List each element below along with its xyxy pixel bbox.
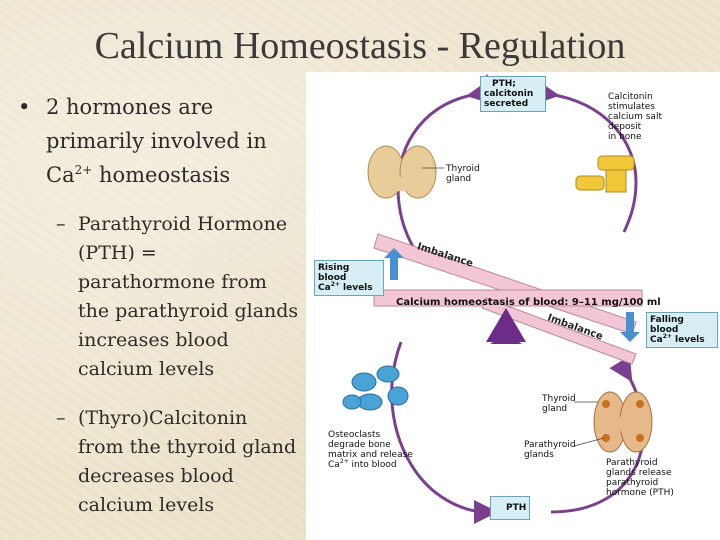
sub-bullet-dash: – bbox=[56, 407, 66, 429]
slide-title: Calcium Homeostasis - Regulation bbox=[94, 25, 626, 67]
osteoclasts-image bbox=[342, 365, 409, 411]
box-line: PTH; bbox=[492, 79, 516, 89]
sub-bullet-line: decreases blood bbox=[78, 465, 234, 487]
calcitonin-note: Calcitonin stimulates calcium salt depos… bbox=[608, 92, 662, 142]
bullet-list: • 2 hormones are primarily involved in C… bbox=[18, 90, 308, 520]
bone-vertebra-image bbox=[575, 155, 635, 193]
homeostasis-bar-label: Calcium homeostasis of blood: 9–11 mg/10… bbox=[396, 297, 661, 308]
bullet-line: Ca2+ homeostasis bbox=[46, 158, 308, 192]
ca-text: Ca bbox=[46, 163, 75, 187]
sub-bullet-line: increases blood bbox=[78, 329, 229, 351]
pth-release-label: Parathyroid glands release parathyroid h… bbox=[606, 458, 674, 498]
ca-charge: 2+ bbox=[74, 163, 93, 177]
sub-bullet-line: (Thyro)Calcitonin bbox=[78, 407, 248, 429]
sub-bullet-line: from the thyroid gland bbox=[78, 436, 297, 458]
sub-bullet-line: (PTH) = bbox=[78, 242, 157, 264]
sub-bullet-line: the parathyroid glands bbox=[78, 300, 299, 322]
rising-arrow-icon bbox=[384, 248, 404, 280]
diagram-graphics bbox=[342, 74, 653, 524]
sub-bullet-dash: – bbox=[56, 213, 66, 235]
box-line: calcitonin bbox=[484, 89, 534, 99]
sub-bullet-line: calcium levels bbox=[78, 358, 215, 380]
sub-bullet-line: calcium levels bbox=[78, 494, 215, 516]
calcium-homeostasis-diagram: PTH; calcitonin secreted Calcitonin stim… bbox=[306, 72, 720, 540]
bullet-dot: • bbox=[18, 95, 31, 119]
homeostasis-text: homeostasis bbox=[92, 163, 231, 187]
falling-arrow-icon bbox=[620, 312, 640, 342]
bullet-line: 2 hormones are bbox=[46, 95, 214, 119]
sub-bullet-line: Parathyroid Hormone bbox=[78, 213, 288, 235]
imbalance-beam-lower bbox=[481, 297, 637, 365]
falling-calcium-box: Falling blood Ca2+ levels bbox=[646, 312, 718, 348]
thyroid-gland-top-label: Thyroid gland bbox=[446, 164, 480, 184]
thyroid-parathyroid-image bbox=[593, 391, 653, 453]
thyroid-gland-bottom-label: Thyroid gland bbox=[542, 394, 576, 414]
upper-cycle-arrow-right bbox=[534, 80, 638, 233]
bullet-line: primarily involved in bbox=[46, 129, 267, 153]
sub-bullet-pth: – Parathyroid Hormone (PTH) = parathormo… bbox=[18, 210, 308, 384]
sub-bullet-calcitonin: – (Thyro)Calcitonin from the thyroid gla… bbox=[18, 404, 308, 520]
parathyroid-glands-label: Parathyroid glands bbox=[524, 440, 576, 460]
pth-box-bottom: PTH bbox=[490, 496, 530, 520]
lower-cycle-arrow-left bbox=[390, 341, 498, 524]
thyroid-gland-top-image bbox=[367, 145, 437, 199]
sub-bullet-line: parathormone from bbox=[78, 271, 267, 293]
bullet-main: • 2 hormones are primarily involved in C… bbox=[18, 90, 308, 192]
osteoclasts-label: Osteoclasts degrade bone matrix and rele… bbox=[328, 430, 413, 470]
pth-calcitonin-box: PTH; calcitonin secreted bbox=[480, 76, 546, 112]
rising-calcium-box: Rising blood Ca2+ levels bbox=[314, 260, 384, 296]
box-line: secreted bbox=[484, 99, 529, 109]
